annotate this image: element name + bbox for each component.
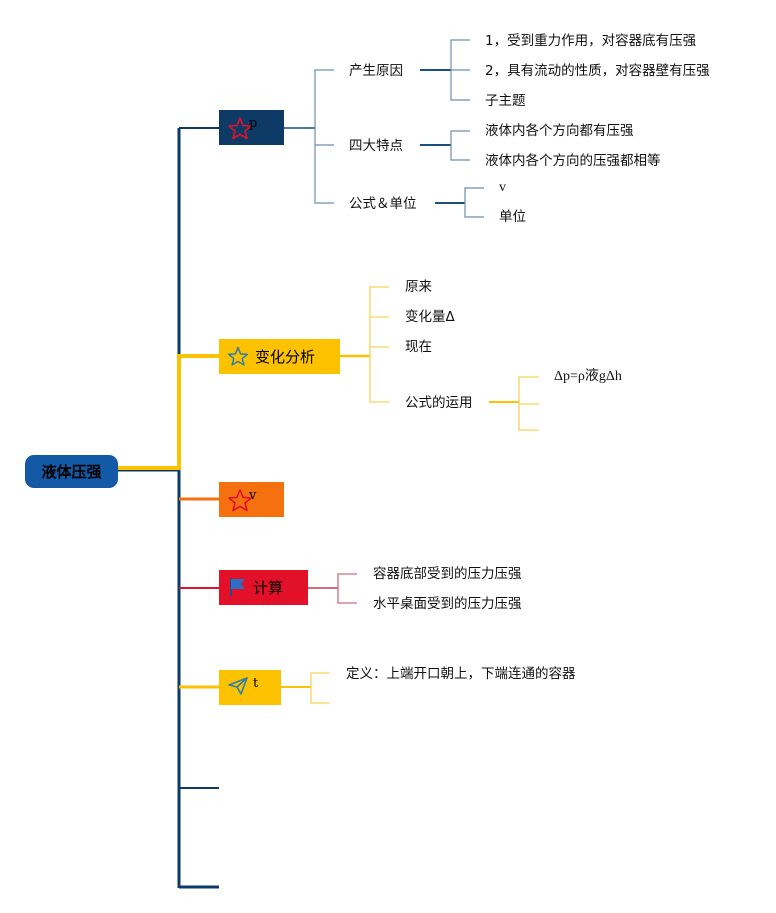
root-label: 液体压强: [41, 463, 102, 481]
topic-now[interactable]: 现在: [405, 339, 432, 355]
branch-label-p: p: [249, 116, 258, 131]
branch-node-change-analysis[interactable]: 变化分析: [219, 339, 340, 374]
star-icon: [227, 488, 253, 512]
flag-icon: [227, 576, 249, 600]
topic-original[interactable]: 原来: [405, 279, 432, 295]
topic-container-bottom[interactable]: 容器底部受到的压力压强: [373, 566, 522, 582]
topic-definition[interactable]: 定义：上端开口朝上，下端连通的容器: [346, 666, 576, 682]
branch-node-p[interactable]: p: [219, 110, 284, 145]
topic-features[interactable]: 四大特点: [349, 138, 403, 154]
topic-formula-item-unit[interactable]: 单位: [499, 209, 526, 225]
topic-formula-item-v[interactable]: v: [499, 180, 506, 195]
topic-cause[interactable]: 产生原因: [349, 63, 403, 79]
topic-formula-use[interactable]: 公式的运用: [405, 395, 473, 411]
topic-formula-unit[interactable]: 公式＆单位: [349, 196, 417, 212]
topic-cause-item-2[interactable]: 2，具有流动的性质，对容器壁有压强: [485, 63, 710, 79]
branch-label-change-analysis: 变化分析: [255, 348, 316, 366]
branch-label-calculation: 计算: [253, 579, 284, 597]
paper-plane-icon: [227, 676, 251, 700]
root-node[interactable]: 液体压强: [25, 455, 118, 488]
branch-label-t: t: [253, 676, 259, 691]
branch-node-t[interactable]: t: [219, 670, 281, 705]
topic-features-item-2[interactable]: 液体内各个方向的压强都相等: [485, 153, 661, 169]
branch-node-v[interactable]: v: [219, 482, 284, 517]
star-icon: [227, 116, 253, 140]
topic-table-surface[interactable]: 水平桌面受到的压力压强: [373, 596, 522, 612]
star-outline-icon: [227, 345, 249, 369]
topic-change-amount[interactable]: 变化量Δ: [405, 309, 455, 325]
topic-formula-use-item-1[interactable]: Δp=ρ液gΔh: [554, 369, 622, 384]
topic-cause-item-1[interactable]: 1，受到重力作用，对容器底有压强: [485, 33, 697, 49]
branch-label-v: v: [249, 488, 257, 503]
topic-features-item-1[interactable]: 液体内各个方向都有压强: [485, 123, 634, 139]
branch-node-calculation[interactable]: 计算: [219, 570, 308, 605]
topic-cause-item-3[interactable]: 子主题: [485, 93, 526, 109]
